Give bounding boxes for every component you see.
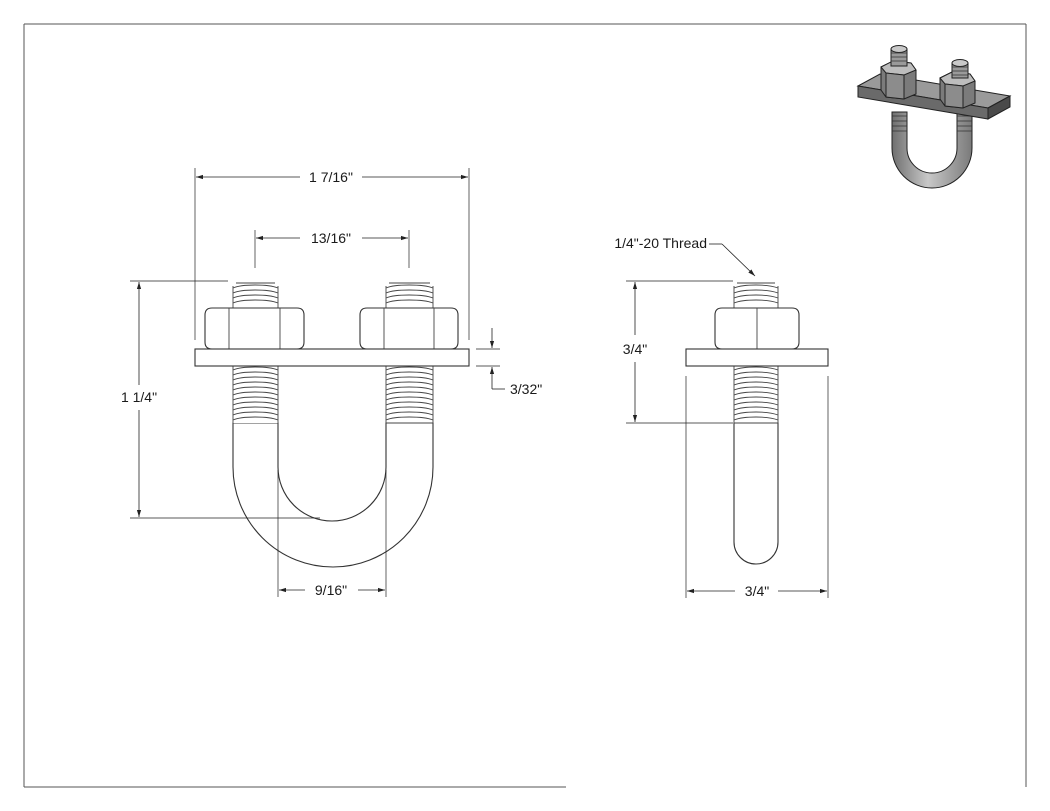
callout-thread-spec: 1/4"-20 Thread <box>614 235 756 277</box>
dim-center-distance: 13/16" <box>254 230 410 268</box>
dim-plate-thickness: 3/32" <box>476 328 542 397</box>
dim-inside-width-label: 9/16" <box>315 582 347 598</box>
right-threaded-leg <box>385 282 434 423</box>
sheet-border <box>23 23 1027 788</box>
side-view <box>685 282 829 565</box>
thread-spec-label: 1/4"-20 Thread <box>614 235 707 251</box>
dim-overall-width-label: 1 7/16" <box>309 169 353 185</box>
dim-side-width: 3/4" <box>685 376 829 599</box>
left-hex-nut <box>204 307 305 350</box>
dim-center-distance-label: 13/16" <box>311 230 351 246</box>
side-rod <box>733 422 779 565</box>
dim-overall-height: 1 1/4" <box>121 280 320 519</box>
dim-overall-height-label: 1 1/4" <box>121 389 157 405</box>
dim-overall-width: 1 7/16" <box>194 168 470 340</box>
left-threaded-leg <box>232 282 279 423</box>
dim-thread-length: 3/4" <box>623 280 733 424</box>
dim-inside-width: 9/16" <box>277 470 387 598</box>
u-bolt-bend <box>232 422 434 568</box>
dim-plate-thickness-label: 3/32" <box>510 381 542 397</box>
dim-thread-length-label: 3/4" <box>623 341 647 357</box>
dim-side-width-label: 3/4" <box>745 583 769 599</box>
side-plate <box>685 348 829 367</box>
right-hex-nut <box>359 307 459 350</box>
front-view <box>194 282 470 568</box>
isometric-view <box>856 45 1012 189</box>
clamp-plate <box>194 348 470 367</box>
